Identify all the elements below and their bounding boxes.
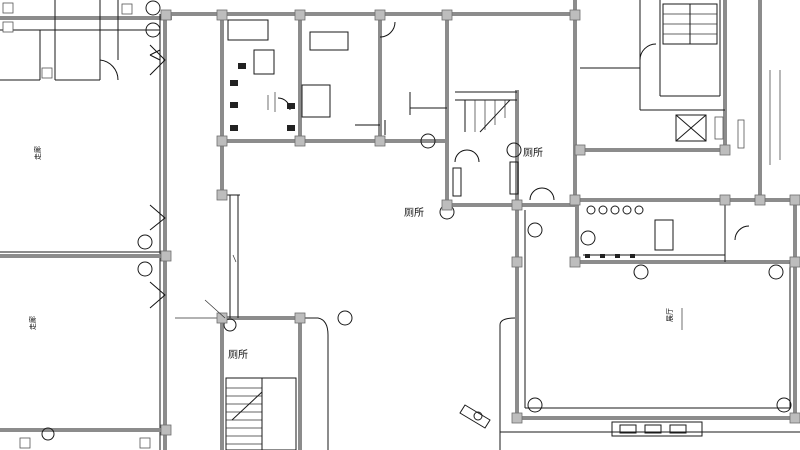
room-labels: 走廊 走廊 厕所 厕所 厕所 展厅 [28,146,674,361]
door-swing-icon [99,21,750,309]
label-restroom-c: 厕所 [228,349,248,361]
label-hallway-left-upper: 走廊 [33,146,42,160]
label-restroom-a: 厕所 [523,147,543,159]
annotation-ticks [204,70,781,330]
fire-hydrant-icon [41,0,792,441]
window-marks [2,2,745,449]
label-hall-large: 展厅 [666,308,674,322]
label-restroom-b: 厕所 [404,207,424,219]
columns [160,9,800,436]
stair-icon [225,3,718,450]
toilet-icon [227,19,703,437]
label-hallway-left-lower: 走廊 [28,316,37,330]
